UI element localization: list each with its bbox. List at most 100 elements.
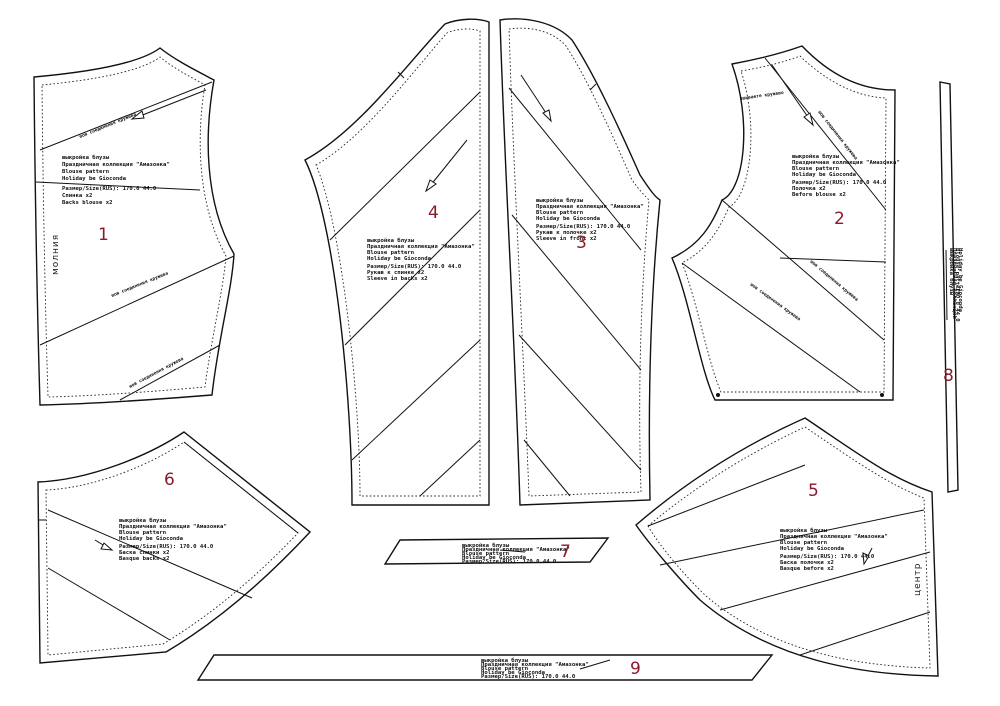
piece-info-line: Holiday be Gioconda (536, 216, 601, 222)
piece-5-lace-line (659, 509, 925, 566)
piece-5-lace-line (647, 464, 806, 527)
piece-info-line: Размер/Size(RUS): 170.0 44.0 (119, 544, 214, 550)
piece-info-line: Holiday be Gioconda (780, 546, 845, 552)
piece-info-line: Blouse pattern (780, 540, 827, 546)
piece-number-8: 8 (943, 366, 954, 386)
piece-info-line: Sleeve in backs x2 (367, 276, 428, 282)
piece-4-lace-line (344, 209, 481, 346)
piece-7-strip[interactable]: выкройка блузы Праздничная коллекция "Ам… (383, 537, 610, 565)
piece-4-seam-allowance (315, 28, 481, 497)
piece-info-line: Рукав к полочке х2 (536, 230, 597, 236)
piece-info-line: Размер/Size(RUS): 170.0 44.0 (481, 674, 576, 680)
piece-info-line: Holiday be Gioconda (462, 555, 527, 561)
piece-3-grain-arrow (542, 109, 552, 123)
piece-info-line: Праздничная коллекция "Амазонка" (62, 162, 170, 168)
piece-info-line: Backs blouse x2 (62, 200, 113, 206)
piece-7-grainline (499, 549, 526, 553)
piece-8-outline (939, 81, 959, 493)
piece-2-outline (671, 45, 896, 401)
piece-info-line: Размер/Size(RUS): 170.0 44.0 (780, 554, 875, 560)
piece-info-line: Holiday be Gioconda (481, 670, 546, 676)
piece-3-lace-line (523, 439, 571, 497)
piece-info-line: Holiday be Gioconda (957, 248, 963, 313)
piece-info-line: Blouse pattern (367, 250, 414, 256)
piece-info-line: выкройка блузы (536, 197, 584, 204)
piece-1-grain-arrow (130, 110, 145, 120)
piece-2-grain-arrow (803, 112, 814, 127)
piece-number-5: 5 (808, 481, 819, 501)
piece-9-strip[interactable]: выкройка блузы Праздничная коллекция "Ам… (196, 654, 774, 681)
piece-info-line: выкройка блузы (62, 154, 110, 161)
piece-8-grainline (945, 249, 948, 321)
piece-2-info: выкройка блузы Праздничная коллекция "Ам… (792, 153, 900, 198)
piece-info-line: Holiday be Gioconda (62, 176, 127, 182)
piece-1-outline (33, 47, 235, 406)
piece-info-line: Blouse pattern (462, 551, 509, 557)
piece-4-notch (397, 71, 405, 79)
piece-3-lace-line (511, 214, 642, 371)
piece-info-line: Blouse pattern (954, 248, 960, 295)
piece-4-info: выкройка блузы Праздничная коллекция "Ам… (367, 237, 475, 282)
piece-3-outline (499, 18, 661, 506)
piece-1-info: выкройка блузы Праздничная коллекция "Ам… (62, 154, 170, 206)
piece-4-grain-arrow (424, 179, 437, 193)
piece-4-sleeve-back[interactable]: выкройка блузы Праздничная коллекция "Ам… (304, 18, 490, 506)
piece-6-basque-back[interactable]: выкройка блузы Праздничная коллекция "Ам… (37, 431, 312, 664)
piece-3-info: выкройка блузы Праздничная коллекция "Ам… (536, 197, 644, 242)
piece-info-line: Blouse pattern (536, 210, 583, 216)
piece-5-grain-arrow (862, 552, 870, 566)
piece-info-line: Holiday be Gioconda (792, 172, 857, 178)
piece-1-grainline (134, 89, 207, 119)
piece-info-line: Sleeve in front x2 (536, 236, 597, 242)
piece-9-info: выкройка блузы Праздничная коллекция "Ам… (481, 657, 589, 680)
piece-info-line: Рукав к спинке х2 (367, 270, 424, 276)
piece-5-basque-front[interactable]: центр выкройка блузы Праздничная коллекц… (635, 417, 939, 677)
piece-info-line: Баска спинки х2 (119, 550, 170, 556)
piece-5-seam-allowance (647, 426, 931, 669)
piece-info-line: Праздничная коллекция "Амазонка" (792, 160, 900, 166)
piece-8-strip[interactable]: выкройка блузы Праздничная коллекция Blo… (939, 81, 963, 493)
piece-8-info: выкройка блузы Праздничная коллекция Blo… (948, 248, 963, 322)
piece-info-line: 170.0 44.0 (954, 288, 960, 322)
piece-2-corner-mark (716, 393, 720, 397)
piece-info-line: Blouse pattern (119, 530, 166, 536)
piece-3-sleeve-front[interactable]: выкройка блузы Праздничная коллекция "Ам… (499, 18, 661, 506)
piece-info-line: Размер/Size(RUS): 170.0 44.0 (367, 264, 462, 270)
piece-4-lace-line (419, 439, 481, 497)
piece-2-waist-line (779, 257, 887, 263)
center-label: центр (913, 562, 923, 596)
piece-9-outline (196, 654, 774, 681)
piece-info-line: Размер/Size(RUS): 170.0 44.0 (62, 186, 157, 192)
piece-6-outline (37, 431, 312, 664)
piece-info-line: выкройка блузы (780, 527, 828, 534)
piece-5-info: выкройка блузы Праздничная коллекция "Ам… (780, 527, 888, 572)
piece-info-line: выкройка блузы (367, 237, 415, 244)
piece-2-grainline (771, 64, 811, 121)
piece-5-outline (635, 417, 939, 677)
piece-3-notch (589, 83, 597, 91)
piece-info-line: Праздничная коллекция "Амазонка" (462, 547, 570, 553)
zipper-label: молния (51, 234, 61, 275)
piece-4-lace-line (329, 91, 481, 241)
piece-6-lace-line (183, 441, 299, 534)
piece-2-front[interactable]: вшиваете кружево шов соединения кружева … (671, 45, 900, 401)
piece-info-line: Праздничная коллекция (951, 248, 957, 319)
piece-3-lace-line (518, 334, 642, 471)
piece-1-lace-line (39, 255, 235, 346)
piece-2-lace-line (721, 199, 885, 341)
piece-number-6: 6 (164, 470, 175, 490)
piece-1-back[interactable]: шов соединения кружева шов соединения кр… (33, 47, 235, 406)
piece-3-lace-line (508, 87, 642, 251)
piece-3-grainline (520, 74, 549, 117)
piece-1-waist-line (35, 181, 201, 191)
piece-info-line: выкройка блузы (792, 153, 840, 160)
piece-6-lace-line (47, 567, 171, 641)
piece-info-line: выкройка блузы (119, 517, 167, 524)
piece-info-line: Holiday be Gioconda (119, 536, 184, 542)
piece-5-lace-line (719, 551, 931, 611)
piece-6-info: выкройка блузы Праздничная коллекция "Ам… (119, 517, 227, 562)
piece-info-line: выкройка блузы (462, 542, 510, 549)
piece-info-line: Праздничная коллекция "Амазонка" (536, 204, 644, 210)
piece-6-grain-arrow (100, 542, 114, 551)
